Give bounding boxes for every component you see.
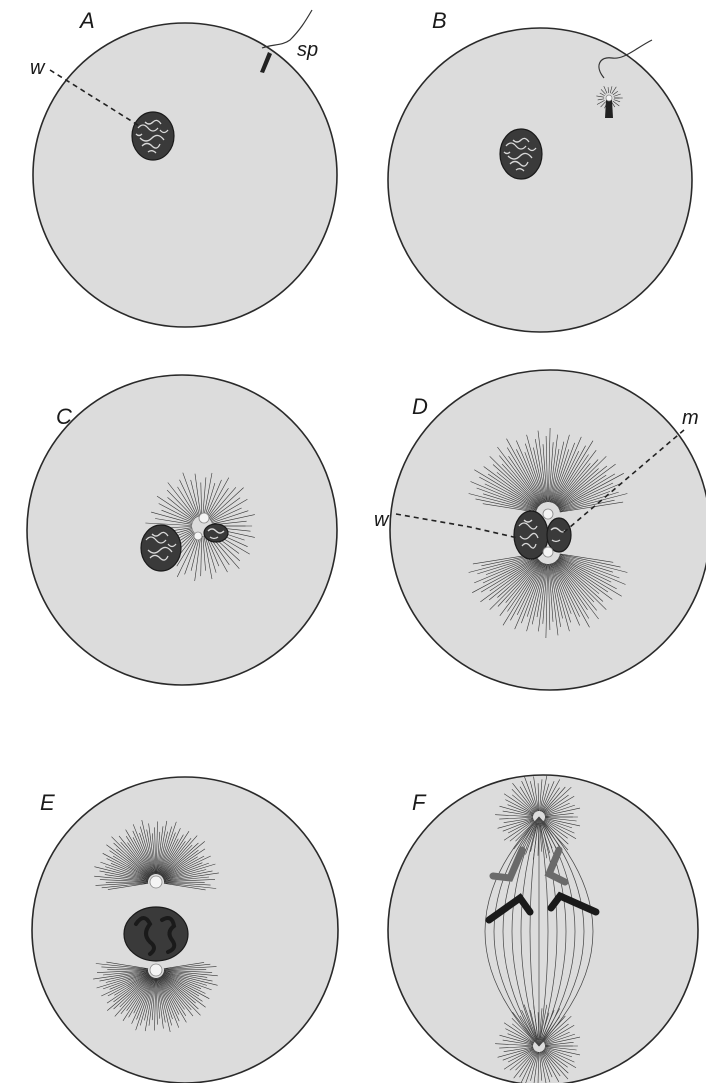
panel-letter-a: A: [78, 8, 95, 33]
panel-b: B: [388, 8, 692, 332]
centrosome-c-2: [194, 532, 202, 540]
centrosome-d-2: [543, 547, 553, 557]
egg-nucleus-c: [141, 525, 181, 571]
panel-letter-e: E: [40, 790, 55, 815]
panel-letter-b: B: [432, 8, 447, 33]
egg-cell-b: [388, 28, 692, 332]
label-w-a: w: [30, 57, 46, 79]
sperm-centrosome-b: [606, 95, 612, 101]
panel-f: F: [388, 775, 698, 1083]
label-m: m: [682, 407, 699, 429]
panel-letter-d: D: [412, 394, 428, 419]
panel-letter-f: F: [412, 790, 427, 815]
panel-letter-c: C: [56, 404, 72, 429]
sperm-head-b: [605, 100, 613, 118]
egg-cell-c: [27, 375, 337, 685]
label-sp: sp: [297, 39, 318, 61]
centrosome-e-2: [150, 964, 162, 976]
panel-c: C: [27, 375, 337, 685]
sperm-nucleus-c: [204, 524, 228, 542]
label-w-d: w: [374, 509, 390, 531]
centrosome-e-1: [150, 876, 162, 888]
fusing-nucleus-e: [124, 907, 188, 961]
panel-a: A sp w: [30, 8, 337, 327]
sperm-nucleus-d: [547, 518, 571, 552]
egg-cell-a: [33, 23, 337, 327]
panel-d: D w m: [374, 370, 706, 690]
panel-e: E: [32, 777, 338, 1083]
centrosome-c-1: [199, 513, 209, 523]
centrosome-d-1: [543, 509, 553, 519]
